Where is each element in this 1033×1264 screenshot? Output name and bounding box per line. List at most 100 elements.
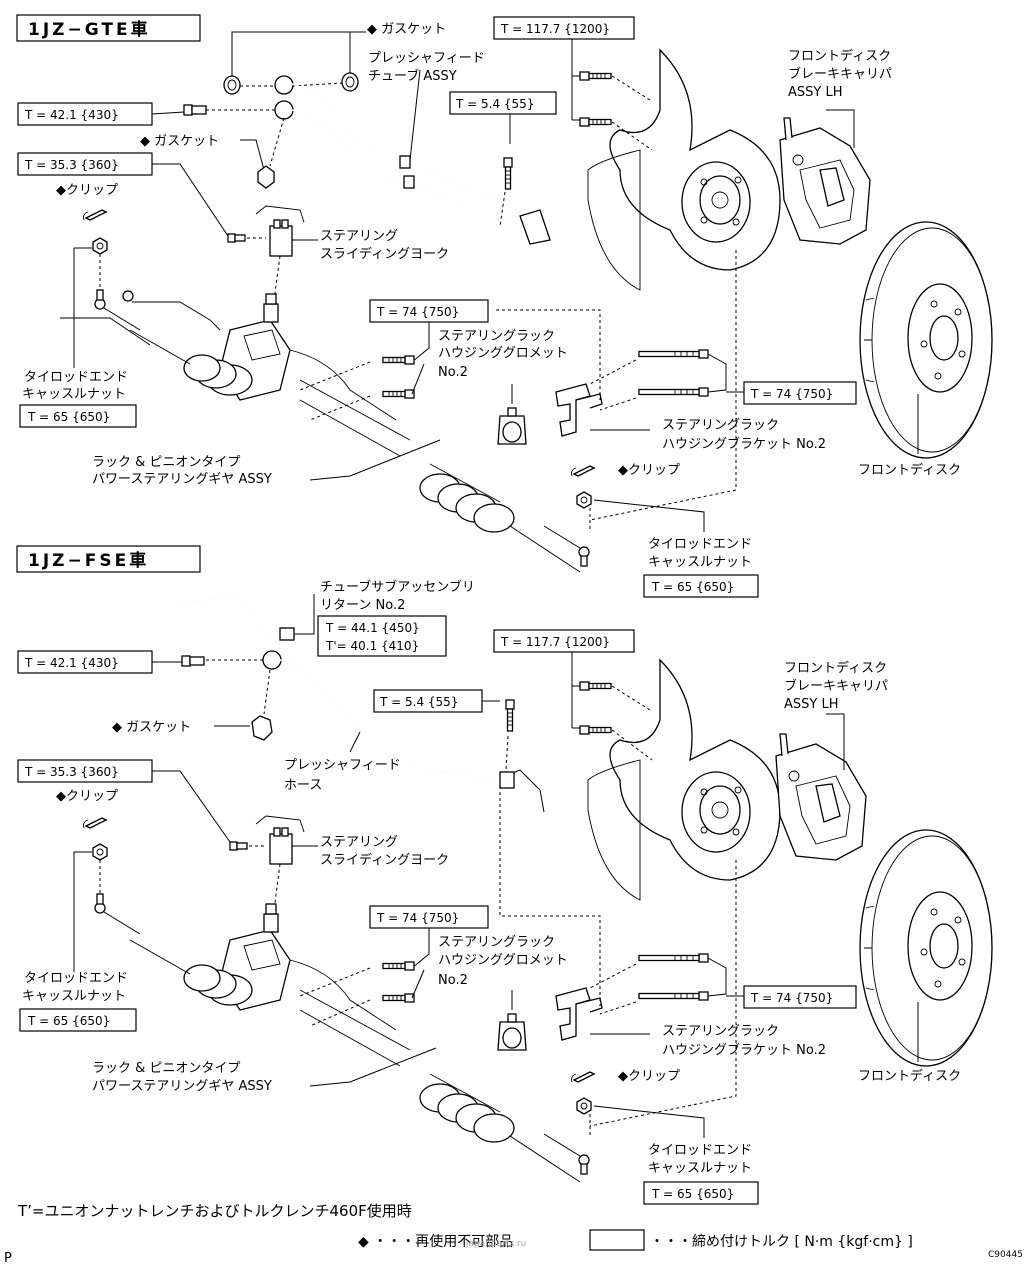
- torque-74-grommet-fse: T = 74 {750}: [376, 911, 459, 925]
- label-clip-right: ◆クリップ: [618, 463, 680, 478]
- torque-65-right-fse: T = 65 {650}: [651, 1187, 734, 1201]
- torque-5-4: T = 5.4 {55}: [455, 97, 534, 111]
- castle-nut-icon: [92, 843, 108, 861]
- torque-117-7-fse: T = 117.7 {1200}: [500, 635, 610, 649]
- brake-disc-icon: [859, 221, 993, 459]
- bracket-icon: [555, 383, 603, 437]
- section-gte: 1JZ−GTE車 ◆ ガスケット プレッシャフィード チューブ ASSY T =…: [16, 14, 993, 598]
- label-clip-right-fse: ◆クリップ: [618, 1069, 680, 1084]
- label-caliper-2: ブレーキキャリパ: [788, 66, 892, 82]
- label-tie-rod-nut-left-2: キャッスルナット: [22, 387, 126, 402]
- label-bracket: ステアリングラック: [662, 418, 779, 433]
- castle-nut-icon: [576, 1097, 592, 1115]
- label-caliper-fse: フロントディスク: [784, 660, 887, 676]
- rack-pinion-gear-icon: [122, 290, 580, 572]
- figure-code: C90445: [988, 1250, 1023, 1260]
- rack-pinion-gear-icon: [129, 903, 580, 1182]
- label-clip: ◆クリップ: [56, 183, 118, 198]
- label-tie-rod-nut-left: タイロッドエンド: [24, 370, 128, 385]
- label-grommet-fse: ステアリングラック: [438, 935, 555, 950]
- label-grommet-2: ハウジンググロメット: [438, 346, 568, 361]
- clip-icon: [570, 465, 595, 477]
- label-gasket-top: ◆ ガスケット: [367, 22, 446, 37]
- label-caliper-3: ASSY LH: [788, 85, 843, 100]
- label-rack-pinion-2: パワーステアリングギヤ ASSY: [92, 472, 272, 487]
- label-caliper-fse-2: ブレーキキャリパ: [784, 678, 888, 694]
- label-grommet-3: No.2: [438, 365, 468, 380]
- torque-44-1: T = 44.1 {450}: [325, 621, 420, 635]
- label-pressure-feed-tube-2: チューブ ASSY: [368, 68, 457, 84]
- torque-35-3: T = 35.3 {360}: [24, 158, 119, 172]
- label-rack-pinion-fse: ラック & ピニオンタイプ: [92, 1061, 240, 1076]
- torque-65-left-fse: T = 65 {650}: [27, 1014, 110, 1028]
- label-caliper-fse-3: ASSY LH: [784, 697, 839, 712]
- watermark: japanparts.ru: [465, 1239, 526, 1249]
- label-grommet-fse-2: ハウジンググロメット: [438, 953, 568, 968]
- label-tie-rod-nut-right-2: キャッスルナット: [648, 555, 752, 570]
- label-pressure-feed-hose: プレッシャフィード: [284, 758, 401, 773]
- label-grommet: ステアリングラック: [438, 329, 555, 344]
- clip-icon: [82, 209, 107, 221]
- torque-35-3-fse: T = 35.3 {360}: [24, 765, 119, 779]
- label-disc: フロントディスク: [858, 462, 961, 478]
- castle-nut-icon: [576, 491, 592, 509]
- label-tie-rod-nut-right-fse: タイロッドエンド: [648, 1143, 752, 1158]
- footer: T’=ユニオンナットレンチおよびトルクレンチ460F使用時 ◆ ・・・再使用不可…: [4, 1202, 1023, 1264]
- torque-5-4-fse: T = 5.4 {55}: [379, 695, 458, 709]
- label-rack-pinion-fse-2: パワーステアリングギヤ ASSY: [92, 1079, 272, 1094]
- sliding-yoke-icon: [269, 833, 293, 865]
- label-sliding-yoke-fse: ステアリング: [320, 835, 398, 850]
- label-sliding-yoke: ステアリング: [320, 229, 398, 244]
- brake-caliper-icon: [779, 117, 871, 245]
- label-tie-rod-nut-left-fse-2: キャッスルナット: [22, 989, 126, 1004]
- label-pressure-feed-tube: プレッシャフィード: [368, 51, 485, 66]
- torque-117-7: T = 117.7 {1200}: [500, 22, 610, 36]
- label-gasket-mid: ◆ ガスケット: [140, 134, 219, 149]
- gasket-icon: [251, 715, 273, 741]
- label-tie-rod-nut-right-fse-2: キャッスルナット: [648, 1161, 752, 1176]
- label-rack-pinion: ラック & ピニオンタイプ: [92, 455, 240, 470]
- label-disc-fse: フロントディスク: [858, 1068, 961, 1084]
- section-gte-title: 1JZ−GTE車: [28, 19, 151, 40]
- torque-74-grommet: T = 74 {750}: [376, 305, 459, 319]
- label-bracket-fse-2: ハウジングブラケット No.2: [662, 1042, 826, 1058]
- steering-knuckle-icon: [609, 49, 781, 271]
- label-bracket-2: ハウジングブラケット No.2: [662, 436, 826, 452]
- label-caliper: フロントディスク: [788, 48, 891, 64]
- torque-74-bracket-fse: T = 74 {750}: [750, 991, 833, 1005]
- steering-knuckle-icon: [609, 659, 781, 881]
- label-gasket-fse: ◆ ガスケット: [112, 720, 191, 735]
- section-fse-title: 1JZ−FSE車: [28, 550, 149, 571]
- page-mark: P: [4, 1251, 12, 1264]
- label-return-tube-2: リターン No.2: [320, 598, 405, 613]
- label-clip-fse: ◆クリップ: [56, 789, 118, 804]
- label-return-tube: チューブサブアッセンブリ: [320, 579, 475, 595]
- brake-disc-icon: [859, 829, 993, 1067]
- castle-nut-icon: [92, 237, 108, 255]
- label-sliding-yoke-fse-2: スライディングヨーク: [320, 852, 449, 868]
- footnote-union-wrench: T’=ユニオンナットレンチおよびトルクレンチ460F使用時: [17, 1202, 412, 1220]
- label-grommet-fse-3: No.2: [438, 973, 468, 988]
- label-sliding-yoke-2: スライディングヨーク: [320, 246, 449, 262]
- label-pressure-feed-hose-2: ホース: [284, 778, 322, 793]
- torque-40-1: T'= 40.1 {410}: [325, 639, 419, 653]
- gasket-icon: [341, 72, 359, 92]
- grommet-icon: [497, 1013, 527, 1051]
- sliding-yoke-icon: [269, 225, 293, 257]
- label-bracket-fse: ステアリングラック: [662, 1024, 779, 1039]
- torque-42-1-fse: T = 42.1 {430}: [24, 656, 119, 670]
- gasket-icon: [257, 165, 275, 189]
- grommet-icon: [497, 407, 527, 445]
- legend-torque-box: [589, 1229, 645, 1251]
- clip-icon: [82, 817, 107, 829]
- section-fse: 1JZ−FSE車 チューブサブアッセンブリ リターン No.2 T = 44.1…: [16, 545, 993, 1205]
- torque-74-bracket: T = 74 {750}: [750, 387, 833, 401]
- brake-caliper-icon: [775, 733, 867, 861]
- torque-42-1: T = 42.1 {430}: [24, 108, 119, 122]
- legend-non-reusable: ◆ ・・・再使用不可部品: [358, 1233, 513, 1250]
- label-tie-rod-nut-left-fse: タイロッドエンド: [24, 971, 128, 986]
- gasket-icon: [223, 75, 241, 95]
- torque-65-right: T = 65 {650}: [651, 580, 734, 594]
- legend-torque: ・・・締め付けトルク [ N·m {kgf·cm} ]: [650, 1233, 913, 1250]
